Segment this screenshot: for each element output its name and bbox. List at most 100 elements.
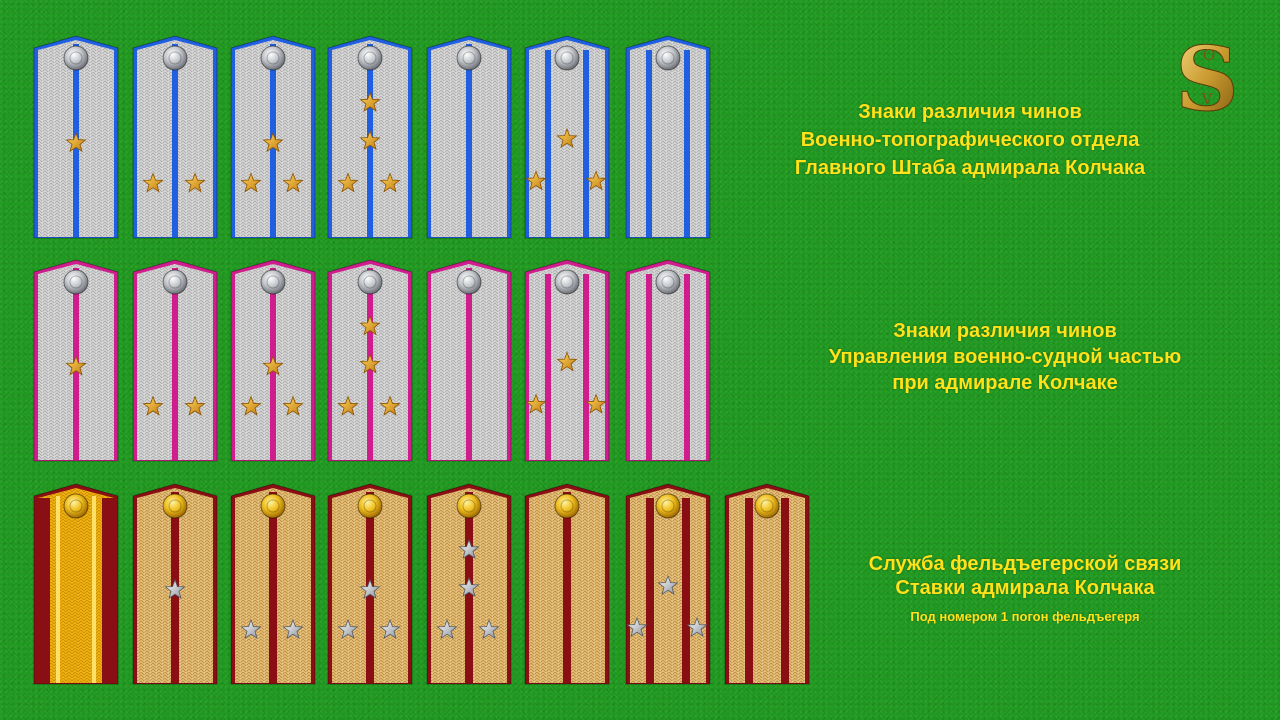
board-stripe: [269, 492, 277, 683]
rank-star-icon: [337, 172, 359, 193]
rank-star-icon: [585, 170, 607, 191]
board-button-emblem: [363, 275, 377, 289]
board-button-icon: [162, 493, 188, 519]
caption-courier-line2: Ставки адмирала Колчака: [895, 577, 1155, 599]
shoulder-board: [132, 35, 218, 239]
board-stripe: [172, 44, 178, 237]
board-button-emblem: [266, 275, 280, 289]
rank-star-icon: [436, 618, 458, 640]
shoulder-board: [625, 483, 711, 685]
board-stripe: [466, 44, 472, 237]
shoulder-board: [426, 483, 512, 685]
rank-star-icon: [686, 616, 708, 638]
board-button-icon: [456, 45, 482, 71]
rank-star-icon: [379, 172, 401, 193]
board-button-emblem: [462, 275, 476, 289]
caption-topographic: Знаки различия чинов Военно-топографичес…: [760, 98, 1180, 182]
board-button-icon: [357, 45, 383, 71]
rank-star-icon: [282, 618, 304, 640]
board-button-icon: [655, 45, 681, 71]
board-button-icon: [456, 269, 482, 295]
shoulder-board: [426, 35, 512, 239]
board-button-emblem: [168, 499, 182, 513]
board-stripe: [684, 274, 690, 460]
board-button-icon: [63, 269, 89, 295]
board-edge-stripe: [38, 498, 50, 683]
logo-letter: S: [1176, 34, 1238, 118]
rank-star-icon: [458, 538, 480, 560]
board-stripe: [646, 498, 654, 683]
rank-star-icon: [262, 131, 284, 153]
board-stripe: [781, 498, 789, 683]
caption-topographic-line3: Главного Штаба адмирала Колчака: [794, 157, 1146, 179]
board-button-icon: [357, 493, 383, 519]
board-button-emblem: [560, 499, 574, 513]
board-stripe: [172, 268, 178, 460]
board-stripe: [684, 50, 690, 237]
shoulder-board: [33, 483, 119, 685]
shoulder-board: [327, 35, 413, 239]
shoulder-board: [33, 259, 119, 462]
rank-star-icon: [142, 395, 164, 416]
board-button-icon: [754, 493, 780, 519]
shoulder-board-row-topographic: [33, 35, 711, 239]
sov-logo: S O V: [1176, 34, 1238, 118]
caption-courier-line1: Служба фельдъегерской связи: [868, 553, 1182, 575]
shoulder-board: [724, 483, 810, 685]
shoulder-board: [230, 259, 316, 462]
caption-topographic-line2: Военно-топографического отдела: [800, 129, 1140, 151]
shoulder-board: [230, 35, 316, 239]
rank-star-icon: [359, 315, 381, 336]
shoulder-board: [230, 483, 316, 685]
board-button-icon: [655, 493, 681, 519]
board-button-icon: [456, 493, 482, 519]
board-button-emblem: [363, 51, 377, 65]
board-stripe: [545, 274, 551, 460]
rank-star-icon: [525, 170, 547, 191]
rank-star-icon: [282, 172, 304, 193]
rank-star-icon: [142, 172, 164, 193]
board-stripe: [563, 492, 571, 683]
shoulder-board-row-courier-service: [33, 483, 810, 685]
board-stripe: [682, 498, 690, 683]
caption-military-court: Знаки различия чинов Управления военно-с…: [800, 318, 1210, 396]
shoulder-board: [327, 483, 413, 685]
rank-star-icon: [262, 355, 284, 376]
board-button-emblem: [661, 51, 675, 65]
board-button-emblem: [462, 499, 476, 513]
shoulder-board: [625, 259, 711, 462]
board-stripe: [583, 50, 589, 237]
rank-star-icon: [240, 618, 262, 640]
caption-court-line1: Знаки различия чинов: [893, 320, 1117, 342]
rank-star-icon: [359, 353, 381, 374]
shoulder-board: [625, 35, 711, 239]
rank-star-icon: [458, 576, 480, 598]
board-stripe: [545, 50, 551, 237]
board-button-emblem: [760, 499, 774, 513]
rank-star-icon: [478, 618, 500, 640]
board-button-emblem: [168, 51, 182, 65]
caption-court-line3: при адмирале Колчаке: [892, 372, 1118, 394]
board-button-emblem: [462, 51, 476, 65]
board-button-emblem: [363, 499, 377, 513]
board-edge-stripe: [102, 498, 114, 683]
board-button-emblem: [69, 499, 83, 513]
logo-bottom-mark: V: [1201, 90, 1214, 108]
rank-star-icon: [240, 395, 262, 416]
rank-star-icon: [379, 618, 401, 640]
board-button-icon: [162, 269, 188, 295]
shoulder-board: [327, 259, 413, 462]
shoulder-board-row-military-court: [33, 259, 711, 462]
rank-star-icon: [337, 618, 359, 640]
board-gold-line: [92, 496, 96, 683]
board-button-emblem: [69, 51, 83, 65]
board-button-emblem: [69, 275, 83, 289]
rank-star-icon: [359, 578, 381, 600]
shoulder-board: [524, 259, 610, 462]
rank-star-icon: [282, 395, 304, 416]
logo-top-mark: O: [1203, 46, 1215, 64]
board-button-icon: [63, 493, 89, 519]
shoulder-board: [132, 259, 218, 462]
